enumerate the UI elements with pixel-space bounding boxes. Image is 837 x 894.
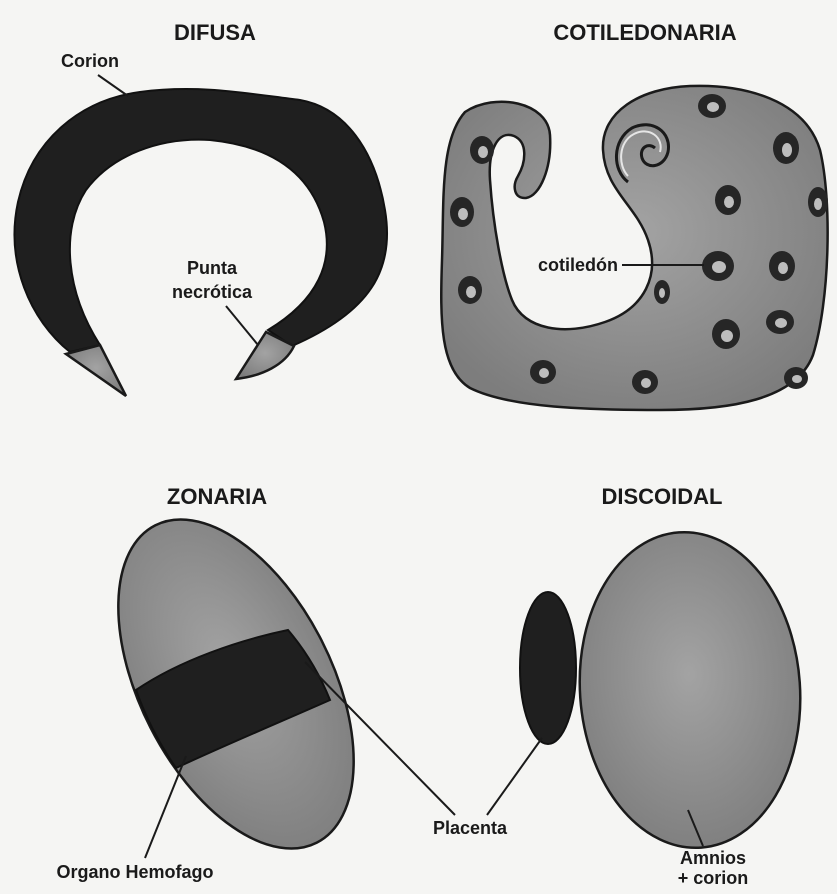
zonaria-panel: ZONARIA Organo Hemofago: [56, 482, 402, 886]
placenta-leader-line-discoidal: [487, 738, 542, 815]
punta-leader-line: [226, 306, 258, 345]
discoidal-title: DISCOIDAL: [602, 484, 723, 509]
cotyledon: [450, 197, 474, 227]
organo-hemofago-label: Organo Hemofago: [56, 862, 213, 882]
difusa-title: DIFUSA: [174, 20, 256, 45]
cotyledon: [470, 136, 494, 164]
discoidal-panel: DISCOIDAL Amnios + corion: [520, 484, 811, 888]
cotiledon-label: cotiledón: [538, 255, 618, 275]
punta-label-line1: Punta: [187, 258, 238, 278]
cotyledon: [712, 319, 740, 349]
cotyledon-labeled: [702, 251, 734, 281]
cotyledon: [808, 187, 828, 217]
difusa-left-necrotic-tip: [66, 345, 126, 396]
corion-label: Corion: [61, 51, 119, 71]
zonaria-title: ZONARIA: [167, 484, 267, 509]
punta-label-line2: necrótica: [172, 282, 253, 302]
cotyledon: [715, 185, 741, 215]
difusa-panel: DIFUSA Corion Punta necrótica: [15, 20, 388, 396]
cotiledonaria-title: COTILEDONARIA: [553, 20, 736, 45]
discoidal-amnion-chorion: [569, 525, 811, 856]
cotyledon: [654, 280, 670, 304]
difusa-chorion-body: [15, 89, 388, 352]
cotyledon: [766, 310, 794, 334]
cotyledon: [530, 360, 556, 384]
cotyledon: [773, 132, 799, 164]
placenta-label: Placenta: [433, 818, 508, 838]
discoidal-placenta-disc: [520, 592, 576, 744]
cotyledon: [769, 251, 795, 281]
corion-leader-line: [98, 75, 128, 96]
cotyledon: [698, 94, 726, 118]
cotiledonaria-panel: COTILEDONARIA cotiledón: [441, 20, 828, 410]
cotyledon: [632, 370, 658, 394]
cotyledon: [784, 367, 808, 389]
organo-hemofago-leader-line: [145, 756, 186, 858]
cotyledon: [458, 276, 482, 304]
amnios-label-line2: + corion: [678, 868, 749, 888]
amnios-label-line1: Amnios: [680, 848, 746, 868]
